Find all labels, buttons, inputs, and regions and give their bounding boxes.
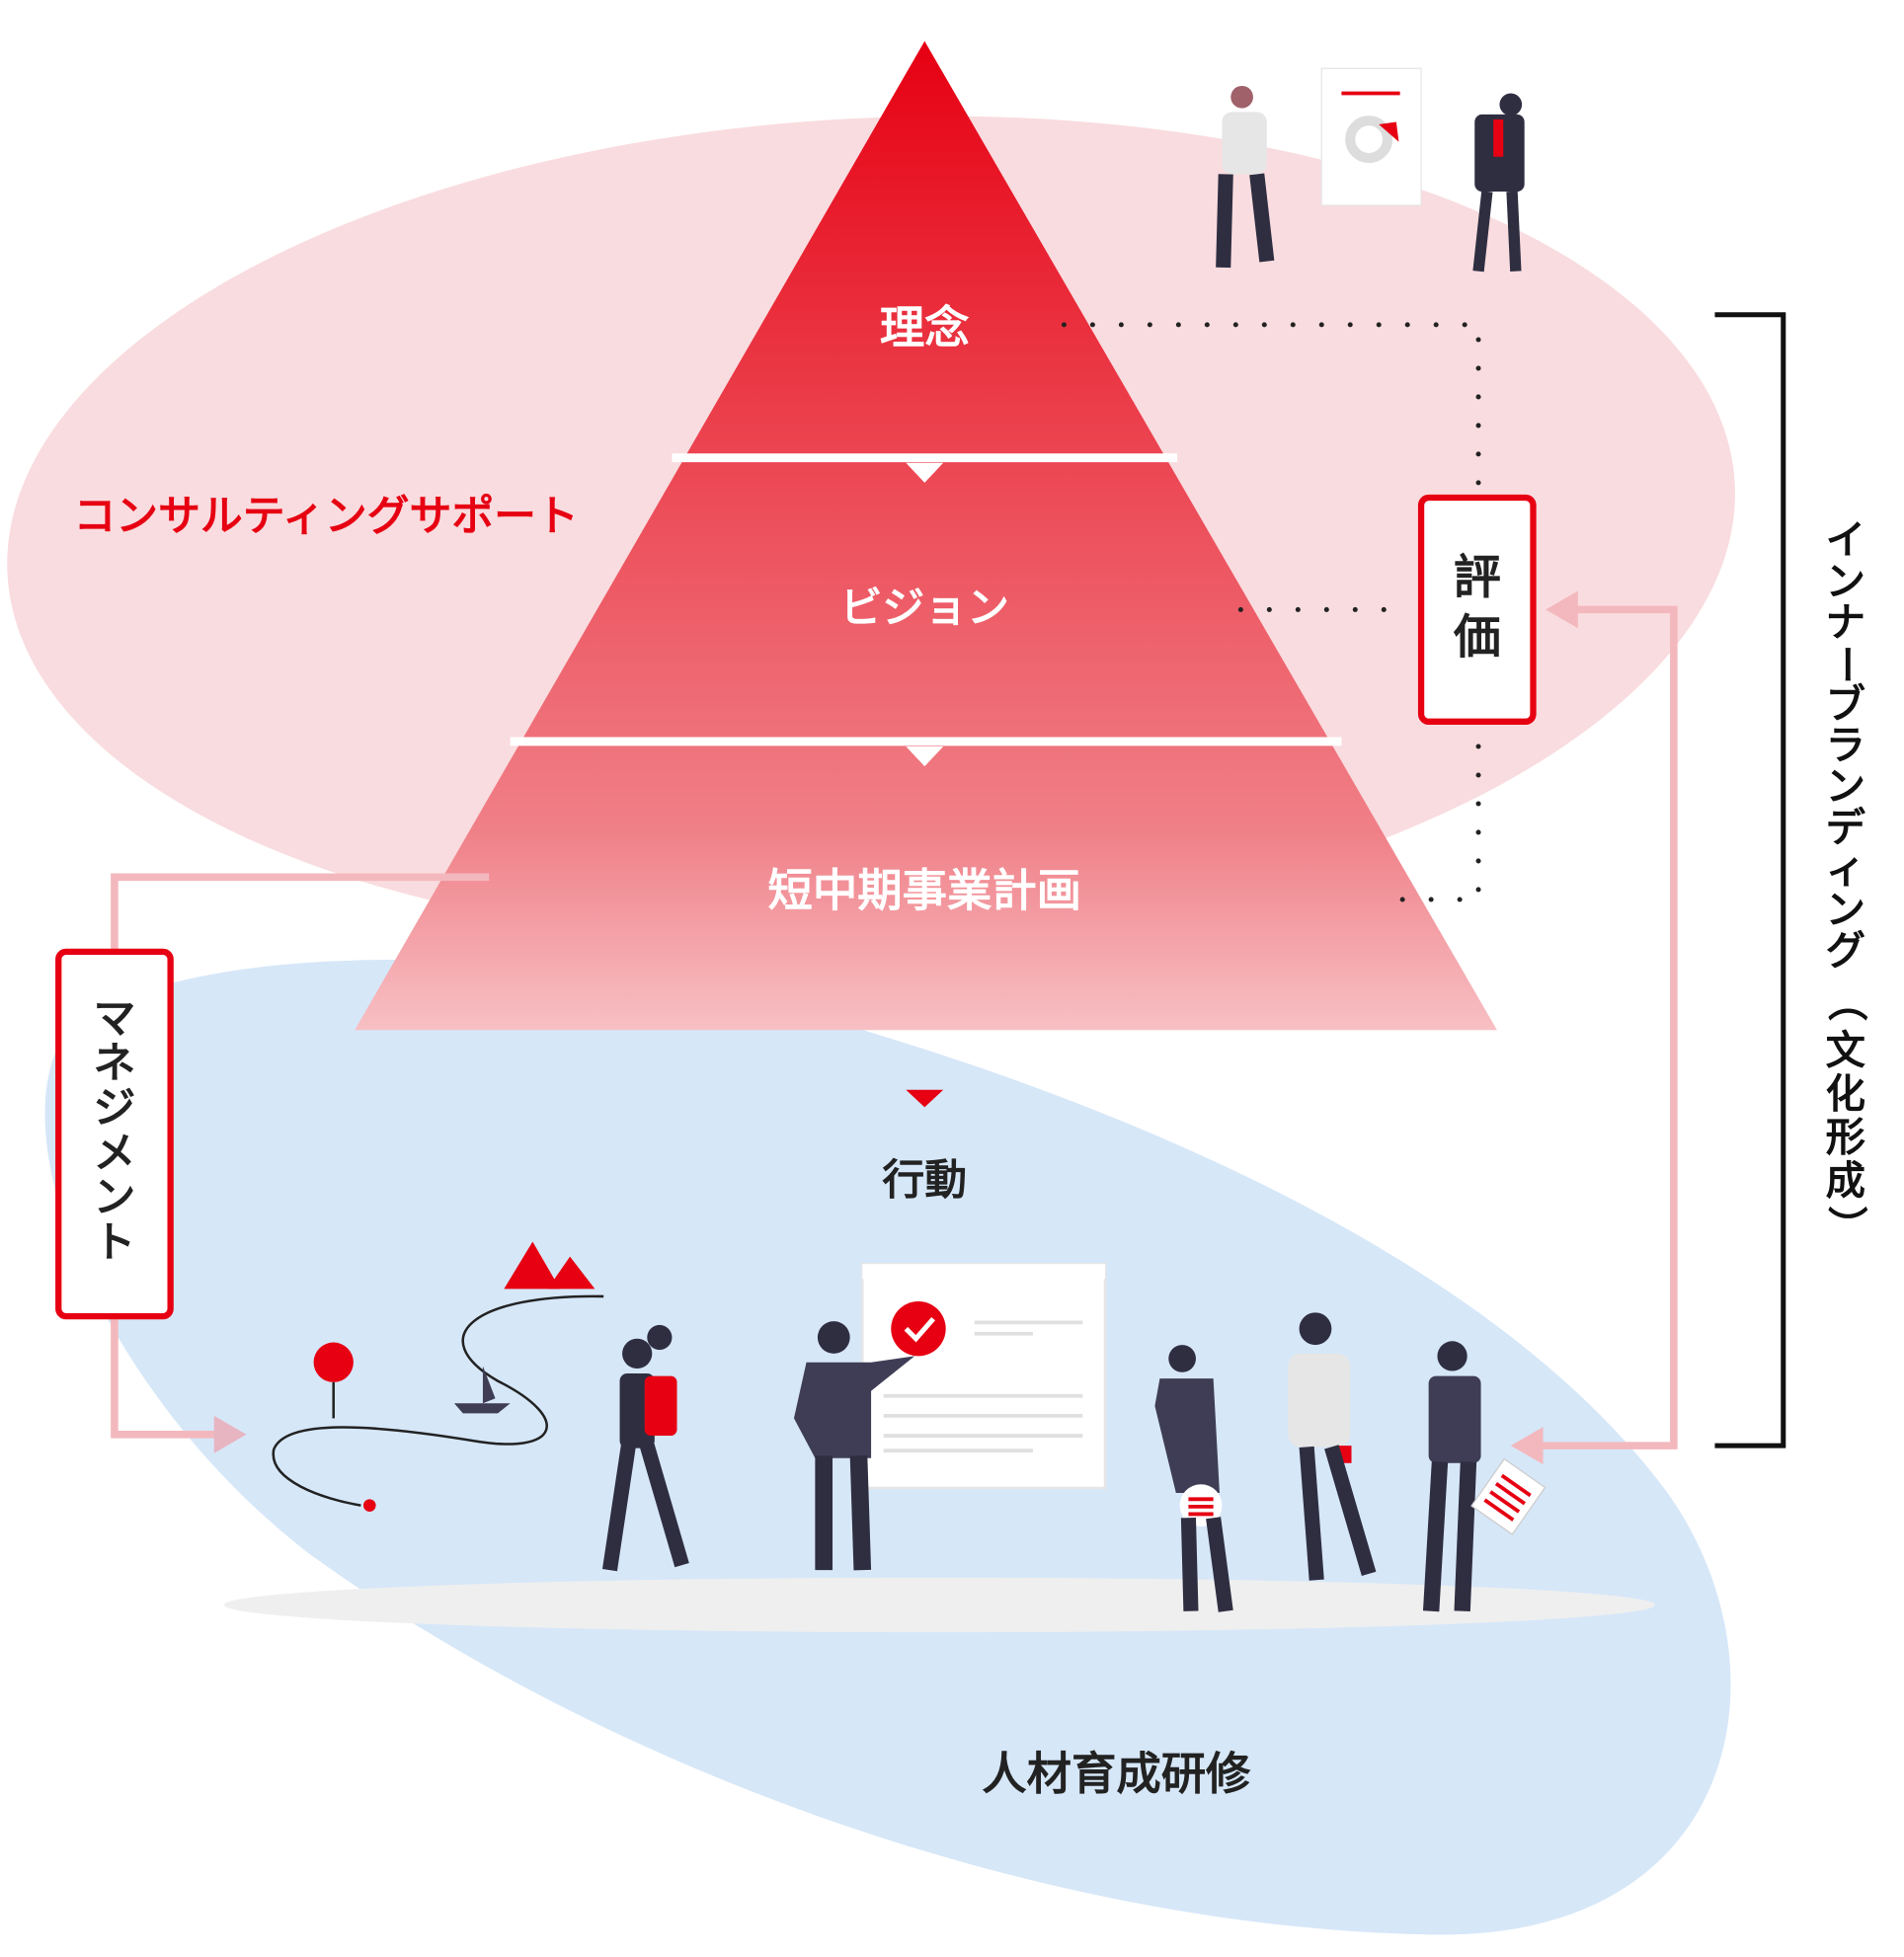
label-char: デ (1826, 805, 1866, 851)
label-char: ン (1826, 763, 1865, 810)
level-business-plan: 短中期事業計画 (768, 864, 1082, 916)
label-char: 文 (1826, 1027, 1866, 1073)
label-char: ン (1826, 887, 1865, 933)
pyramid: 理念 ビジョン 短中期事業計画 (355, 40, 1497, 1031)
ground (223, 1577, 1655, 1633)
management-char: ト (94, 1218, 136, 1268)
action-people-illustration (601, 1262, 1547, 1612)
level-vision: ビジョン (840, 584, 1009, 633)
arrow-left-icon (1510, 1427, 1544, 1465)
management-char: メ (94, 1129, 136, 1178)
consulting-support-label: コンサルティングサポート (73, 492, 578, 541)
action-label: 行動 (882, 1156, 967, 1206)
management-char: ジ (94, 1084, 136, 1134)
management-char: マ (94, 994, 136, 1044)
label-char: グ (1826, 928, 1865, 975)
journey-map-illustration (272, 1241, 604, 1512)
evaluation-box: 評 価 (1417, 494, 1537, 725)
arrow-right-icon (213, 1415, 247, 1453)
label-char: ー (1823, 645, 1869, 684)
training-label: 人材育成研修 (982, 1748, 1251, 1800)
label-char: ン (1826, 558, 1865, 604)
label-char: ブ (1826, 681, 1865, 728)
label-char: ナ (1826, 599, 1865, 646)
dotted-connectors (1061, 322, 1481, 902)
bracket (1714, 312, 1786, 1448)
down-notch-icon (906, 746, 944, 767)
inner-branding-label: イ ン ナ ー ブ ラ ン デ ィ ン グ （ 文 化 形 成 ） (1823, 517, 1869, 1246)
arrow-left-icon (1546, 590, 1578, 629)
label-char: 成 (1826, 1158, 1865, 1205)
top-people-illustration (1216, 67, 1525, 273)
label-char: ラ (1826, 723, 1865, 769)
management-box: マ ネ ジ メ ン ト (55, 948, 174, 1320)
label-char: 化 (1826, 1070, 1865, 1117)
label-char: ） (1823, 1206, 1869, 1245)
label-char: イ (1826, 517, 1865, 564)
down-notch-icon (906, 462, 944, 483)
evaluation-char: 評 (1454, 551, 1501, 605)
down-triangle-icon (906, 1089, 944, 1108)
label-char: ィ (1826, 845, 1865, 892)
label-char: （ (1823, 981, 1869, 1021)
level-philosophy: 理念 (880, 302, 970, 354)
management-char: ネ (94, 1039, 136, 1088)
management-char: ン (94, 1173, 136, 1222)
label-char: 形 (1826, 1115, 1865, 1161)
evaluation-char: 価 (1453, 611, 1501, 665)
